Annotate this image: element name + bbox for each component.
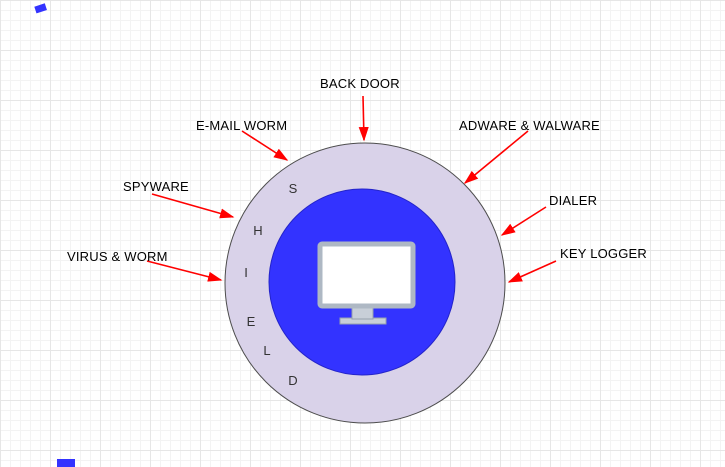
label-virus-worm: VIRUS & WORM [67,249,168,264]
arrow-key-logger [507,260,557,283]
shield-letter-h: H [253,223,262,238]
label-email-worm: E-MAIL WORM [196,118,288,133]
arrow-virus-worm [146,260,223,282]
arrow-dialer [500,206,547,236]
stray-shape-bottom [57,459,75,467]
shield-letter-s: S [289,181,298,196]
arrow-adware [463,130,529,184]
shield-letter-d: D [288,373,297,388]
label-adware: ADWARE & WALWARE [459,118,600,133]
computer-monitor-icon [317,241,416,325]
stray-shape-top-left [34,3,47,14]
shield-letter-l: L [263,343,270,358]
label-back-door: BACK DOOR [320,76,400,91]
shield-letter-i: I [244,265,248,280]
arrow-spyware [151,193,235,219]
label-dialer: DIALER [549,193,598,208]
arrow-back-door [358,95,369,142]
shield-letter-e: E [247,314,256,329]
arrow-email-worm [241,130,289,161]
label-key-logger: KEY LOGGER [560,246,648,261]
label-spyware: SPYWARE [123,179,189,194]
monitor-screen [317,241,416,309]
